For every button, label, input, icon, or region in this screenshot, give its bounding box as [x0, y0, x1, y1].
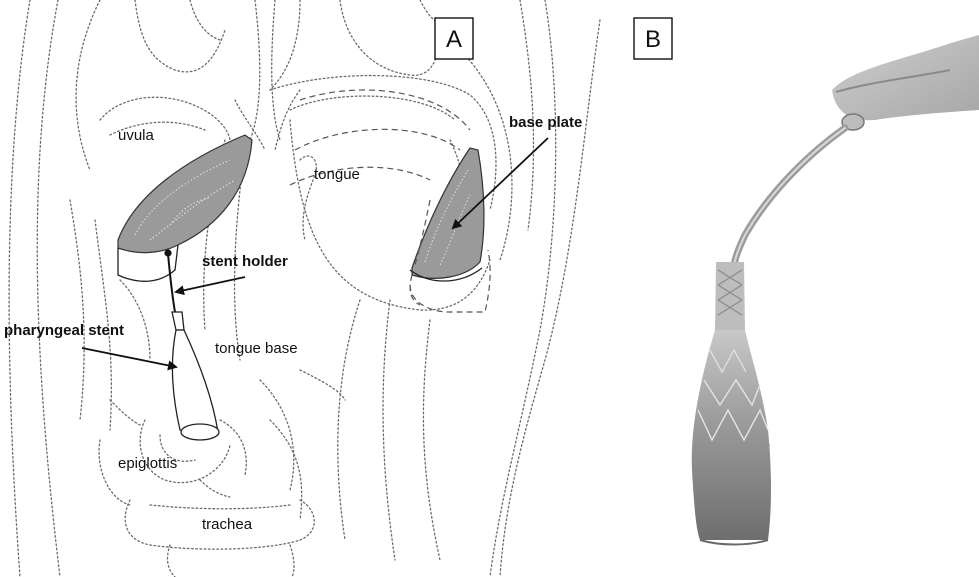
label-trachea: trachea: [202, 516, 253, 533]
label-base-plate: base plate: [509, 114, 582, 131]
stent-holder-drawing: [164, 249, 175, 312]
anatomy-drawing: [9, 0, 600, 577]
device-photo: [692, 35, 979, 545]
label-epiglottis: epiglottis: [118, 455, 177, 472]
panel-letter-b: B: [645, 26, 661, 53]
label-tongue-base: tongue base: [215, 340, 298, 357]
stent-neck: [715, 262, 745, 330]
base-plate-right: [410, 148, 484, 305]
pharyngeal-stent-arrow: [82, 348, 176, 367]
label-stent-holder: stent holder: [202, 253, 288, 270]
stent-body: [692, 330, 771, 540]
holder-rod: [734, 128, 845, 266]
label-pharyngeal-stent: pharyngeal stent: [4, 322, 124, 339]
panel-label-b: B: [634, 18, 672, 59]
label-tongue: tongue: [314, 166, 360, 183]
pharyngeal-stent-drawing: [172, 312, 219, 440]
label-uvula: uvula: [118, 127, 155, 144]
panel-label-a: A: [435, 18, 473, 59]
panel-letter-a: A: [446, 26, 462, 53]
